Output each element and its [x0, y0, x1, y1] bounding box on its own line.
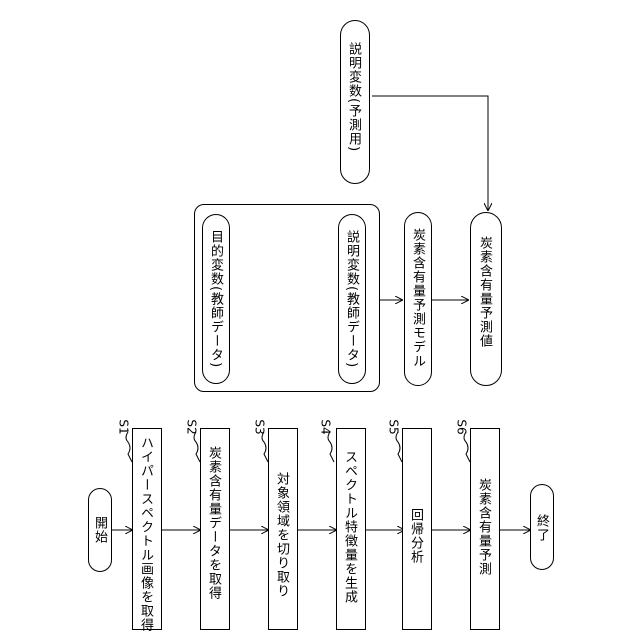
model-label: 炭素含有量予測モデル	[411, 228, 424, 368]
explain-var-label: 説明変数(教師データ)	[345, 230, 358, 368]
target-var-label: 目的変数(教師データ)	[209, 230, 222, 368]
step-s3-label: 対象領域を切り取り	[275, 472, 288, 598]
step-s5-id: S5	[387, 419, 401, 434]
start-label: 開始	[93, 516, 106, 544]
step-s4-id: S4	[319, 419, 333, 434]
leader-s4	[328, 432, 334, 462]
step-s4-label: スペクトル特徴量を生成	[343, 450, 356, 604]
step-s6-label: 炭素含有量予測	[477, 478, 490, 576]
step-s1-id: S1	[117, 419, 131, 434]
step-s2-id: S2	[185, 419, 199, 434]
step-s3-id: S3	[253, 419, 267, 434]
step-s2-label: 炭素含有量データを取得	[207, 446, 220, 600]
step-s6-id: S6	[455, 419, 469, 434]
step-s5-label: 回帰分析	[409, 508, 422, 564]
explain-predict-label: 説明変数(予測用)	[347, 42, 360, 152]
step-s1-label: ハイパースペクトル画像を取得	[139, 436, 152, 632]
end-label: 終了	[535, 514, 548, 542]
arrow-explain-predict	[372, 96, 488, 210]
prediction-label: 炭素含有量予測値	[478, 236, 491, 348]
